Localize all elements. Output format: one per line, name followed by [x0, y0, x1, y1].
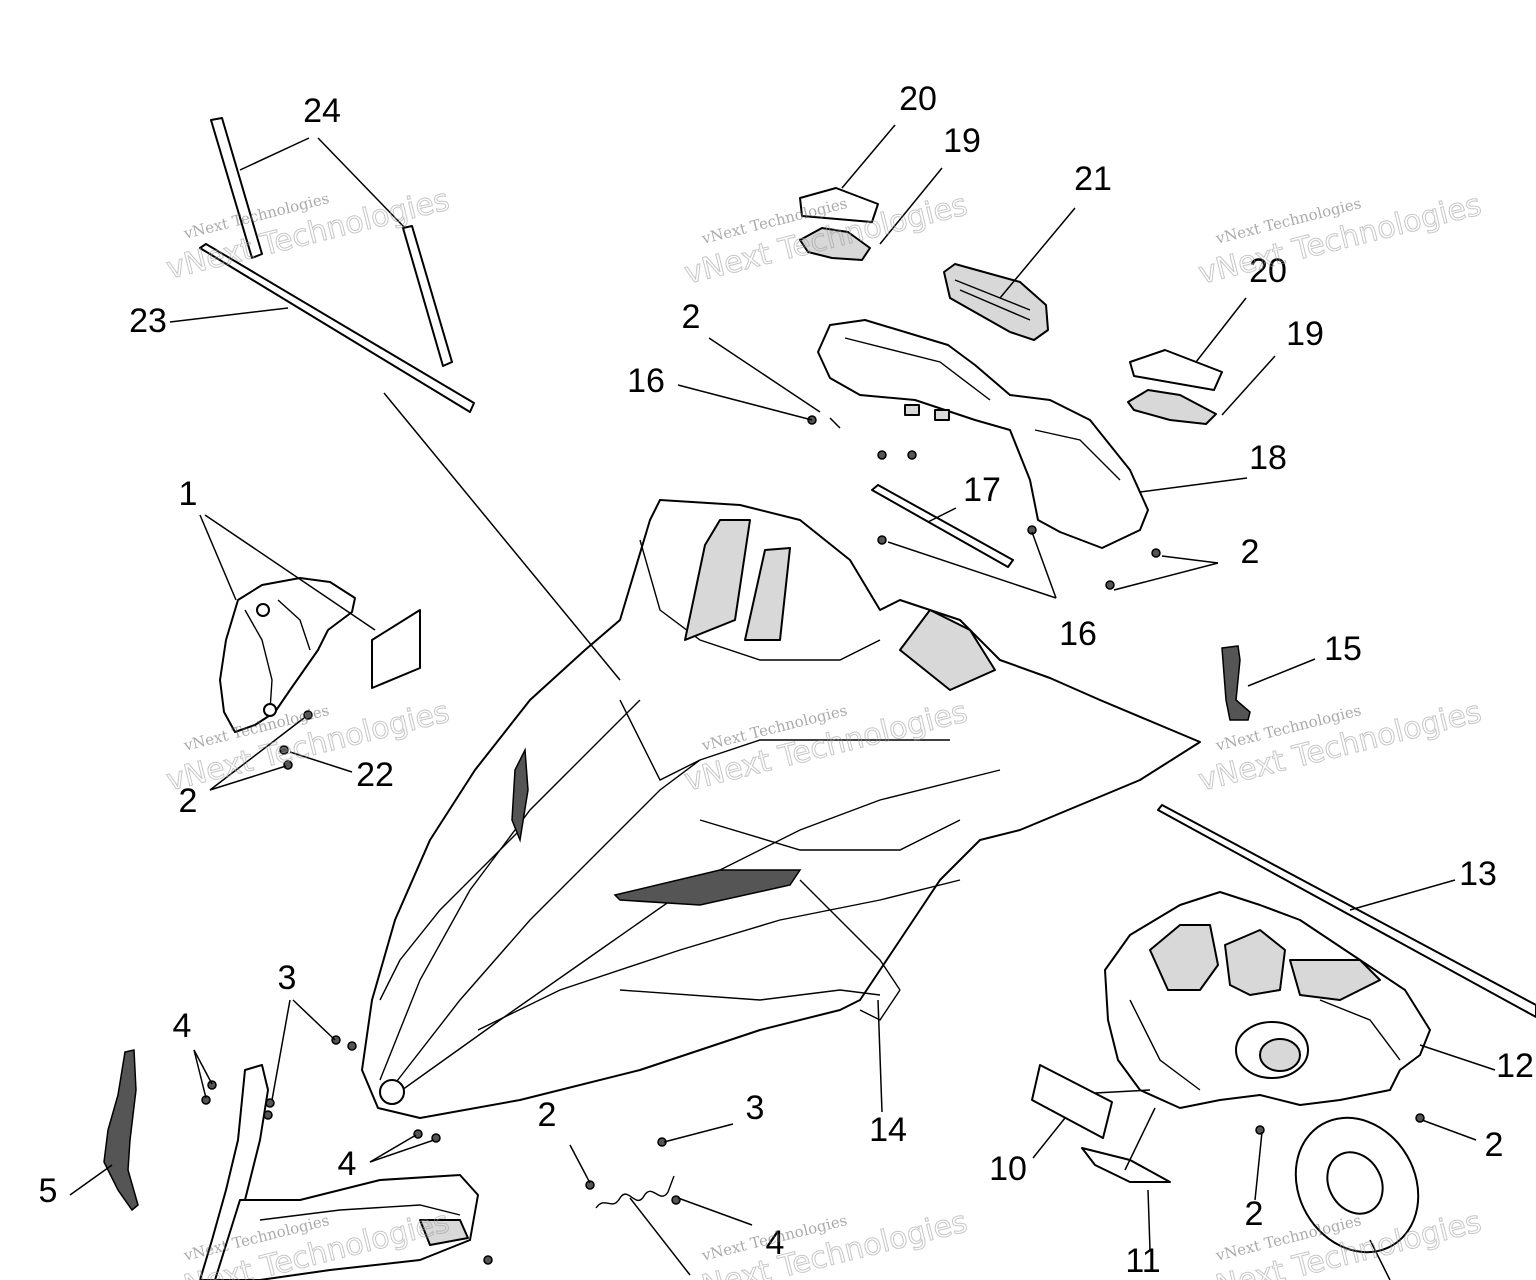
- callout-label-1: 1: [179, 475, 198, 513]
- part-15-clip: [1221, 645, 1251, 721]
- callout-label-24: 24: [303, 92, 341, 130]
- callout-label-15: 15: [1324, 630, 1362, 668]
- part-24-trim-strips: [210, 117, 453, 367]
- part-5-handle: [103, 1049, 139, 1212]
- callout-label-22: 22: [356, 756, 394, 794]
- part-1-side-housing: [219, 577, 421, 733]
- callout-label-20: 20: [1249, 252, 1287, 290]
- callout-label-4: 4: [766, 1224, 785, 1262]
- callout-label-16: 16: [627, 362, 665, 400]
- callout-label-3: 3: [278, 959, 297, 997]
- part-18-dash-panel: [817, 319, 1149, 549]
- callout-label-4: 4: [338, 1145, 357, 1183]
- part-11-decal: [1081, 1147, 1171, 1183]
- watermark: vNext Technologies vNext Technologies: [681, 187, 972, 292]
- callout-label-2: 2: [1241, 533, 1260, 571]
- callout-label-21: 21: [1074, 160, 1112, 198]
- part-19-bracket-right: [1127, 389, 1217, 425]
- part-17-strip: [871, 484, 1014, 568]
- part-20-lens-left: [799, 187, 879, 223]
- callout-label-16: 16: [1059, 615, 1097, 653]
- callout-label-23: 23: [129, 302, 167, 340]
- callout-label-13: 13: [1459, 855, 1497, 893]
- part-19-bracket-left: [799, 227, 871, 261]
- callout-label-2: 2: [1485, 1126, 1504, 1164]
- callout-label-2: 2: [538, 1096, 557, 1134]
- callout-label-19: 19: [943, 122, 981, 160]
- callout-label-10: 10: [989, 1150, 1027, 1188]
- part-20-lens-right: [1129, 349, 1223, 391]
- callout-label-14: 14: [869, 1111, 907, 1149]
- callout-label-12: 12: [1496, 1047, 1534, 1085]
- ring-part: [1294, 1116, 1420, 1254]
- callout-label-19: 19: [1286, 315, 1324, 353]
- part-21-gauge: [943, 263, 1049, 341]
- callout-label-3: 3: [746, 1089, 765, 1127]
- callout-label-2: 2: [682, 298, 701, 336]
- callout-label-17: 17: [963, 471, 1001, 509]
- part-12-console: [1104, 891, 1431, 1109]
- callout-label-18: 18: [1249, 439, 1287, 477]
- callout-label-5: 5: [39, 1172, 58, 1210]
- callout-label-4: 4: [173, 1007, 192, 1045]
- part-23-strip: [199, 243, 475, 413]
- callout-label-20: 20: [899, 80, 937, 118]
- fasteners: [201, 415, 1425, 1265]
- callout-label-2: 2: [179, 782, 198, 820]
- callout-label-11: 11: [1125, 1242, 1160, 1280]
- part-13-rod: [1157, 804, 1536, 1018]
- callout-label-2: 2: [1245, 1195, 1264, 1233]
- watermark: vNext Technologies vNext Technologies: [163, 182, 454, 287]
- lower-frame: [199, 1064, 479, 1280]
- watermark: vNext Technologies vNext Technologies: [1195, 187, 1486, 292]
- watermark: vNext Technologies vNext Technologies: [681, 1204, 972, 1280]
- part-10-decal: [1031, 1064, 1113, 1139]
- part-14-hood: [361, 499, 1201, 1119]
- leader-lines: [69, 124, 1496, 1280]
- spring-part: [595, 1175, 675, 1209]
- watermark: vNext Technologies vNext Technologies: [163, 694, 454, 799]
